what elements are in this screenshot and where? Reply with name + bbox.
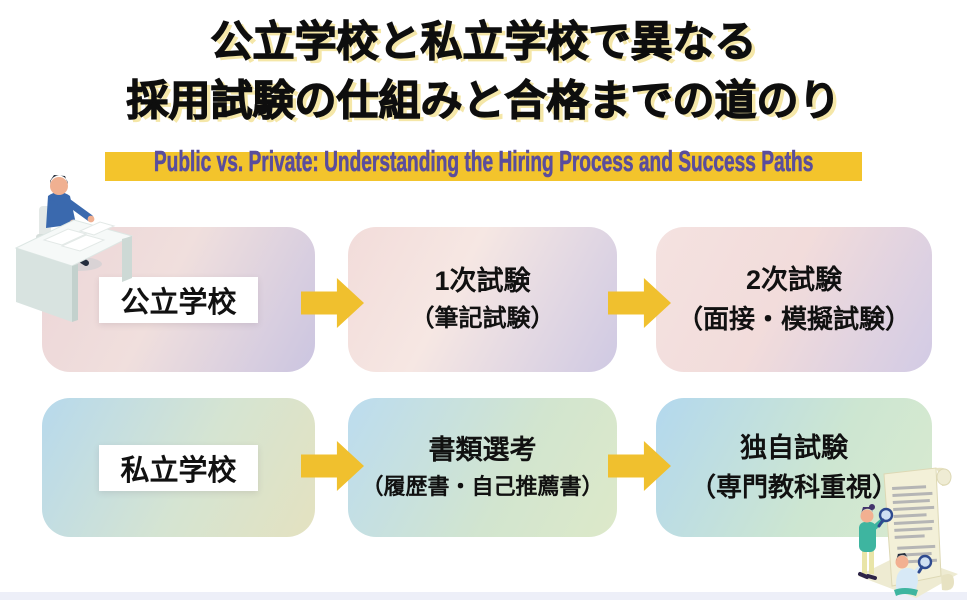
person-at-desk-illustration [14,175,134,322]
person-icon [46,175,95,228]
public-school-label: 公立学校 [99,276,258,323]
flow-box-private-school: 私立学校 [42,398,315,537]
step-title: 書類選考 [428,435,537,466]
step-title: 1次試験 [434,265,531,296]
step-title: 2次試験 [745,264,843,295]
document-text-lines [892,485,938,564]
page-title-line1: 公立学校と私立学校で異なる [210,17,757,65]
flow-box-public-school: 公立学校 [42,227,315,372]
flow-box-private-step1: 書類選考 （履歴書・自己推薦書） [348,398,617,537]
document-review-illustration [858,467,958,598]
flow-box-public-step2: 2次試験 （面接・模擬試験） [656,227,932,372]
flow-box-public-step1: 1次試験 （筆記試験） [348,227,617,372]
subtitle-highlight-bar: Public vs. Private: Understanding the Hi… [105,146,862,181]
step-detail: （筆記試験） [410,304,555,332]
page-title-line2: 採用試験の仕組みと合格までの道のり [126,76,841,124]
desk-icon [14,219,134,322]
standing-person-icon [858,504,894,580]
step-detail: （面接・模擬試験） [676,303,911,334]
crouching-person-icon [894,553,933,596]
page-title: 公立学校と私立学校で異なる 採用試験の仕組みと合格までの道のり [0,12,967,130]
step-detail: （履歴書・自己推薦書） [361,473,604,499]
private-school-label: 私立学校 [99,444,258,491]
step-detail: （専門教科重視） [689,471,898,502]
step-title: 独自試験 [740,432,848,463]
footer-strip [0,592,967,600]
subtitle-text: Public vs. Private: Understanding the Hi… [153,146,814,179]
